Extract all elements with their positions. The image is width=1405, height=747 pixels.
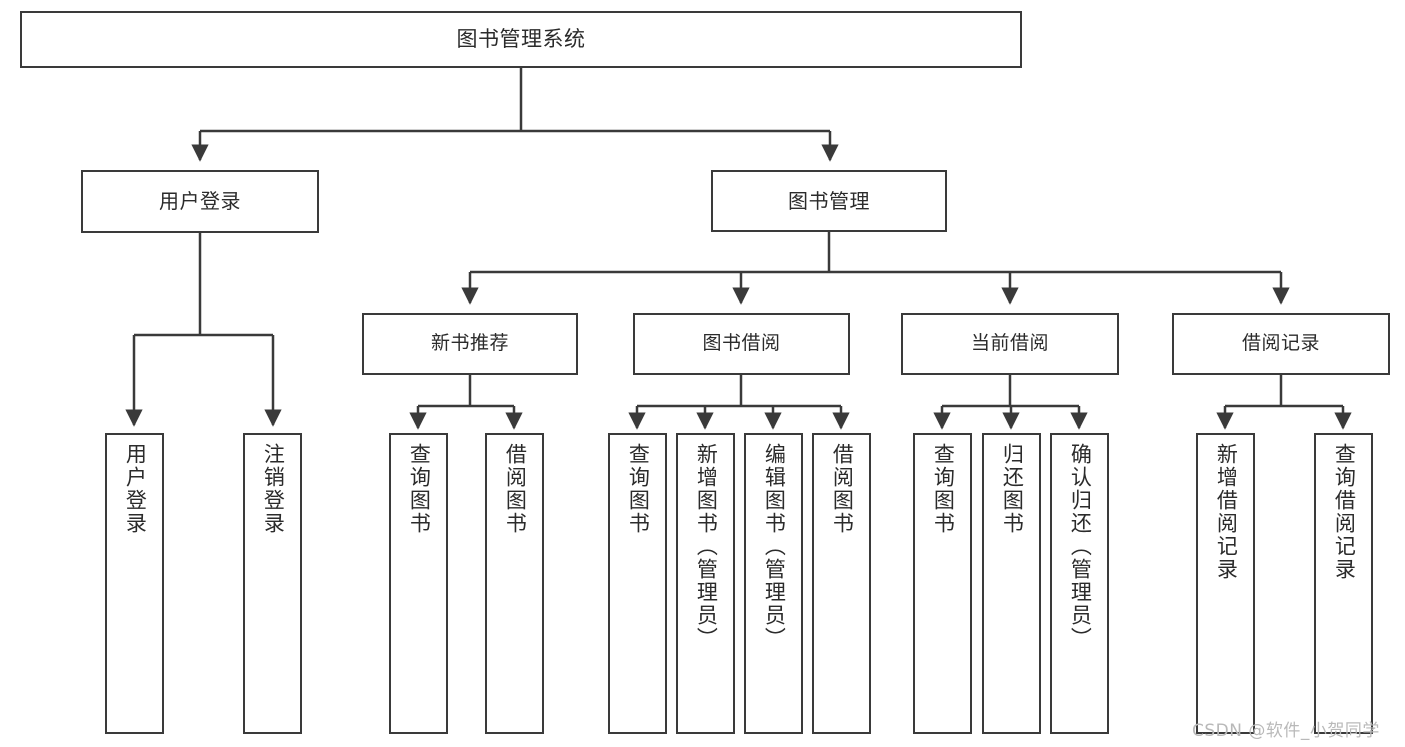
node-label: 图书借阅	[702, 332, 781, 355]
node-root-system[interactable]: 图书管理系统	[20, 11, 1022, 68]
leaf-edit-book-admin[interactable]: 编辑图书（管理员）	[744, 433, 803, 734]
node-label: 借阅记录	[1241, 332, 1320, 355]
node-label: 查询图书	[931, 443, 956, 535]
node-label: 查询图书	[407, 443, 432, 535]
leaf-add-borrow-record[interactable]: 新增借阅记录	[1196, 433, 1255, 734]
leaf-logout[interactable]: 注销登录	[243, 433, 302, 734]
leaf-query-book-borrow[interactable]: 查询图书	[608, 433, 667, 734]
node-label: 图书管理	[788, 188, 870, 213]
node-label: 注销登录	[261, 443, 286, 535]
node-label: 图书管理系统	[456, 26, 586, 51]
node-user-login[interactable]: 用户登录	[81, 170, 319, 233]
node-label: 编辑图书（管理员）	[762, 443, 787, 650]
node-book-management[interactable]: 图书管理	[711, 170, 947, 232]
leaf-add-book-admin[interactable]: 新增图书（管理员）	[676, 433, 735, 734]
node-label: 用户登录	[123, 443, 148, 535]
node-current-borrow[interactable]: 当前借阅	[901, 313, 1119, 375]
watermark: CSDN @软件_小贺同学	[1192, 721, 1380, 741]
node-label: 确认归还（管理员）	[1068, 443, 1093, 650]
node-borrow-record[interactable]: 借阅记录	[1172, 313, 1390, 375]
leaf-return-book[interactable]: 归还图书	[982, 433, 1041, 734]
leaf-confirm-return-admin[interactable]: 确认归还（管理员）	[1050, 433, 1109, 734]
node-book-borrow[interactable]: 图书借阅	[633, 313, 850, 375]
node-label: 归还图书	[1000, 443, 1025, 535]
leaf-query-book-current[interactable]: 查询图书	[913, 433, 972, 734]
node-label: 新增借阅记录	[1214, 443, 1239, 581]
node-new-book-recommend[interactable]: 新书推荐	[362, 313, 578, 375]
leaf-query-book-recommend[interactable]: 查询图书	[389, 433, 448, 734]
node-label: 查询图书	[626, 443, 651, 535]
node-label: 新书推荐	[430, 332, 509, 355]
node-label: 用户登录	[159, 189, 241, 214]
leaf-query-borrow-record[interactable]: 查询借阅记录	[1314, 433, 1373, 734]
node-label: 查询借阅记录	[1332, 443, 1357, 581]
node-label: 借阅图书	[830, 443, 855, 535]
leaf-borrow-book[interactable]: 借阅图书	[812, 433, 871, 734]
leaf-borrow-book-recommend[interactable]: 借阅图书	[485, 433, 544, 734]
node-label: 当前借阅	[970, 332, 1049, 355]
node-label: 借阅图书	[503, 443, 528, 535]
leaf-user-login[interactable]: 用户登录	[105, 433, 164, 734]
node-label: 新增图书（管理员）	[694, 443, 719, 650]
